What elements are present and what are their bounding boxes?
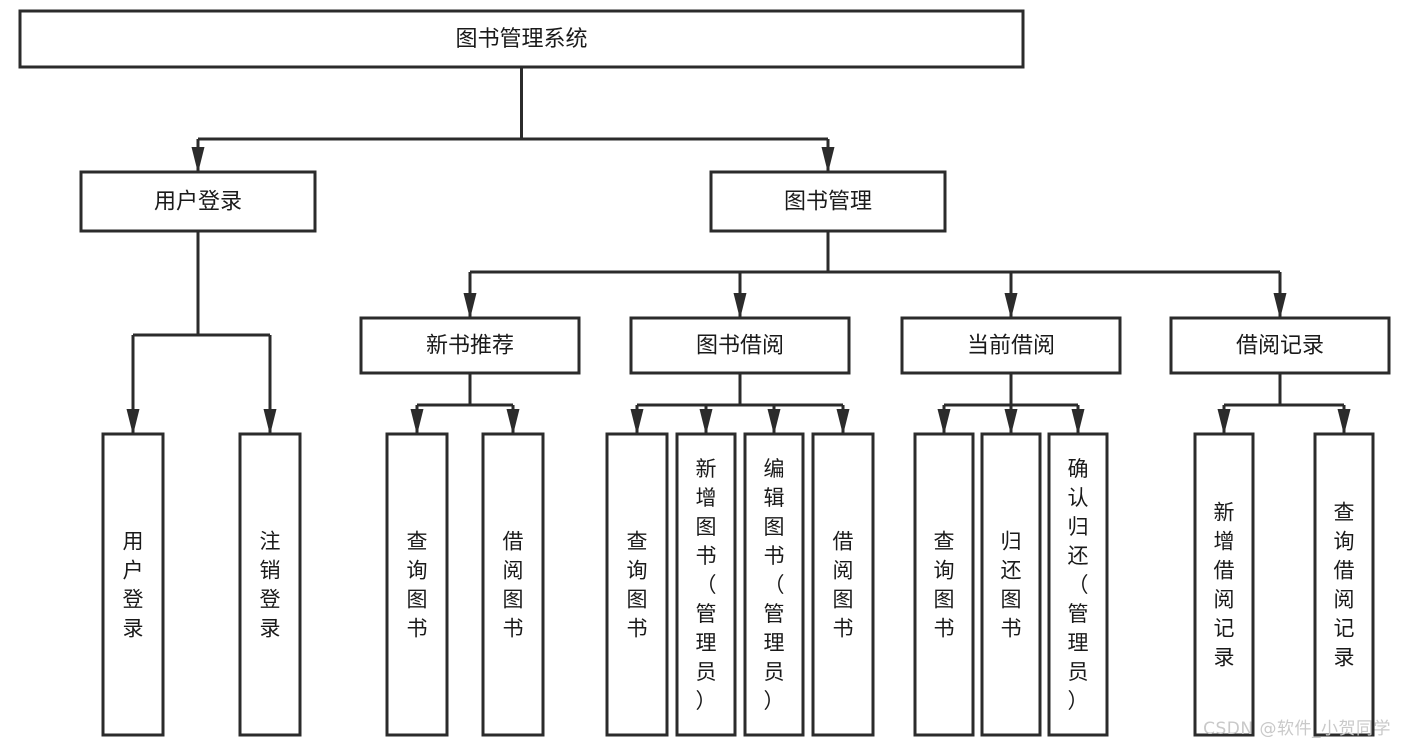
node-box [101,432,165,737]
node-label: 新书推荐 [426,334,514,359]
arrow-user-login [191,147,205,173]
node-box [811,432,875,737]
node-box [385,432,449,737]
arrow-query-book-rec [410,409,424,435]
node-query-borrow-record[interactable]: 查询借阅记录 [1313,432,1375,737]
node-borrow-records[interactable]: 借阅记录 [1169,316,1391,375]
arrow-edit-book-admin [767,409,781,435]
node-add-book-admin[interactable]: 新增图书（管理员） [675,432,737,737]
node-label: 确认归还（管理员） [1068,457,1089,713]
node-label: 用户登录 [154,190,242,215]
node-box [629,316,851,375]
node-label: 图书管理 [784,190,872,215]
node-borrow-book-rec[interactable]: 借阅图书 [481,432,545,737]
node-label: 用户登录 [123,530,144,641]
node-label: 编辑图书（管理员） [764,457,785,713]
arrow-query-book-current [937,409,951,435]
arrow-query-borrow-record [1337,409,1351,435]
node-box [238,432,302,737]
node-box [1047,432,1109,737]
node-add-borrow-record[interactable]: 新增借阅记录 [1193,432,1255,737]
node-box [605,432,669,737]
arrow-add-book-admin [699,409,713,435]
node-box [980,432,1042,737]
node-label: 借阅图书 [833,530,854,641]
arrow-book-management [821,147,835,173]
arrow-borrow-book-action [836,409,850,435]
node-borrow-book-action[interactable]: 借阅图书 [811,432,875,737]
node-user-logout-action[interactable]: 注销登录 [238,432,302,737]
node-query-book-current[interactable]: 查询图书 [913,432,975,737]
node-label: 查询借阅记录 [1334,501,1355,670]
arrow-borrow-records [1273,293,1287,319]
node-book-management[interactable]: 图书管理 [709,170,947,233]
node-box [1193,432,1255,737]
arrow-add-borrow-record [1217,409,1231,435]
node-box [79,170,317,233]
node-label: 当前借阅 [967,334,1055,359]
node-box [1313,432,1375,737]
node-label: 查询图书 [407,530,428,641]
node-label: 注销登录 [260,530,281,641]
watermark-label: CSDN @软件_小贺同学 [1203,719,1391,739]
node-confirm-return-admin[interactable]: 确认归还（管理员） [1047,432,1109,737]
node-label: 借阅图书 [503,530,524,641]
node-box [913,432,975,737]
node-book-borrow[interactable]: 图书借阅 [629,316,851,375]
node-query-book-borrow[interactable]: 查询图书 [605,432,669,737]
node-box [1169,316,1391,375]
node-box [709,170,947,233]
node-user-login[interactable]: 用户登录 [79,170,317,233]
node-label: 查询图书 [934,530,955,641]
node-box [675,432,737,737]
node-label: 新增图书（管理员） [696,457,717,713]
arrow-book-borrow [733,293,747,319]
node-label: 查询图书 [627,530,648,641]
node-return-book[interactable]: 归还图书 [980,432,1042,737]
node-label: 图书借阅 [696,334,784,359]
arrow-current-borrow [1004,293,1018,319]
node-current-borrow[interactable]: 当前借阅 [900,316,1122,375]
node-label: 新增借阅记录 [1214,501,1235,670]
node-edit-book-admin[interactable]: 编辑图书（管理员） [743,432,805,737]
arrow-user-logout-action [263,409,277,435]
node-label: 借阅记录 [1236,334,1324,359]
arrow-confirm-return-admin [1071,409,1085,435]
node-box [481,432,545,737]
arrow-return-book [1004,409,1018,435]
node-root[interactable]: 图书管理系统 [18,9,1025,69]
node-new-book-recommend[interactable]: 新书推荐 [359,316,581,375]
node-label: 图书管理系统 [455,27,587,52]
node-box [359,316,581,375]
node-query-book-rec[interactable]: 查询图书 [385,432,449,737]
node-user-login-action[interactable]: 用户登录 [101,432,165,737]
arrow-borrow-book-rec [506,409,520,435]
node-box [18,9,1025,69]
arrow-user-login-action [126,409,140,435]
arrow-query-book-borrow [630,409,644,435]
node-label: 归还图书 [1001,530,1022,641]
node-box [743,432,805,737]
node-box [900,316,1122,375]
arrow-new-book-recommend [463,293,477,319]
